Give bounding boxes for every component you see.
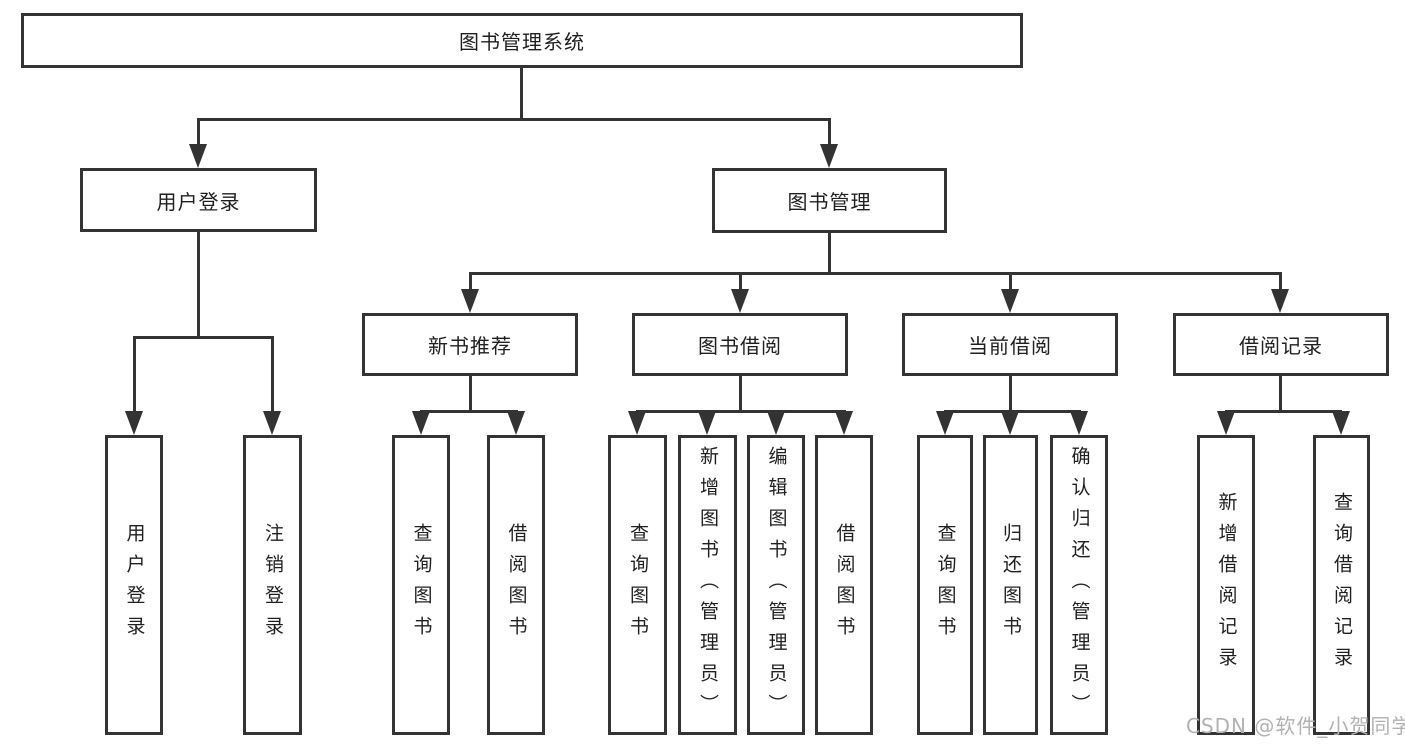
leaf-label: 查询图书 [410,523,433,647]
leaf-label: 用户登录 [123,523,146,647]
arrow-down-icon [1332,411,1350,435]
leaf-label: 新增借阅记录 [1215,492,1238,678]
connector-line [739,272,742,290]
node-new-book-recommend: 新书推荐 [362,313,578,376]
arrow-down-icon [820,144,838,168]
arrow-down-icon [698,411,716,435]
arrow-down-icon [1271,289,1289,313]
csdn-watermark: CSDN @软件_小贺同学 [1186,714,1405,738]
leaf-borrow-books: 借阅图书 [815,435,873,735]
leaf-query-books-recommend: 查询图书 [392,435,450,735]
arrow-down-icon [767,411,785,435]
leaf-borrow-books-recommend: 借阅图书 [487,435,545,735]
leaf-add-borrow-record: 新增借阅记录 [1197,435,1255,735]
arrow-down-icon [835,411,853,435]
leaf-query-books-current: 查询图书 [917,435,973,735]
leaf-edit-books-admin: 编辑图书（管理员） [747,435,805,735]
connector-line [1225,410,1342,413]
connector-line [1009,376,1012,410]
arrow-down-icon [1217,411,1235,435]
arrow-down-icon [936,411,954,435]
arrow-down-icon [1001,289,1019,313]
arrow-down-icon [461,289,479,313]
connector-line [739,376,742,410]
leaf-label: 新增图书（管理员） [697,445,719,725]
leaf-label: 查询图书 [627,523,649,647]
leaf-return-books: 归还图书 [983,435,1038,735]
connector-line [133,336,136,412]
connector-line [197,232,200,336]
leaf-add-books-admin: 新增图书（管理员） [678,435,737,735]
leaf-label: 归还图书 [1000,523,1022,647]
node-root-library-management-system: 图书管理系统 [21,13,1023,68]
connector-line [520,68,523,118]
node-current-borrowing: 当前借阅 [902,313,1118,376]
leaf-label: 注销登录 [262,523,284,647]
connector-line [133,336,273,339]
connector-line [1279,376,1282,410]
arrow-down-icon [189,144,207,168]
connector-line [1279,272,1282,290]
connector-line [828,118,831,148]
leaf-label: 借阅图书 [833,523,856,647]
leaf-label: 查询借阅记录 [1331,492,1353,678]
arrow-down-icon [731,289,749,313]
connector-line [197,118,831,121]
connector-line [197,118,200,148]
node-borrowing-records: 借阅记录 [1173,313,1389,376]
connector-line [1009,272,1012,290]
connector-line [469,272,1282,275]
connector-line [469,376,472,410]
leaf-label: 借阅图书 [505,523,528,647]
leaf-user-login: 用户登录 [105,435,163,735]
arrow-down-icon [412,411,430,435]
leaf-label: 编辑图书（管理员） [765,445,788,725]
leaf-label: 确认归还（管理员） [1068,445,1091,725]
leaf-logout: 注销登录 [243,435,302,735]
connector-line [420,410,518,413]
connector-line [271,336,274,412]
arrow-down-icon [628,411,646,435]
node-book-management: 图书管理 [712,168,947,233]
arrow-down-icon [125,411,143,435]
arrow-down-icon [1070,411,1088,435]
leaf-label: 查询图书 [934,523,957,647]
arrow-down-icon [1001,411,1019,435]
leaf-query-borrow-record: 查询借阅记录 [1313,435,1370,735]
node-user-login: 用户登录 [80,168,317,232]
arrow-down-icon [507,411,525,435]
connector-line [469,272,472,290]
leaf-confirm-return-admin: 确认归还（管理员） [1050,435,1108,735]
connector-line [828,233,831,272]
arrow-down-icon [263,411,281,435]
connector-line [636,410,846,413]
leaf-query-books-borrow: 查询图书 [608,435,667,735]
node-book-borrowing: 图书借阅 [632,313,848,376]
